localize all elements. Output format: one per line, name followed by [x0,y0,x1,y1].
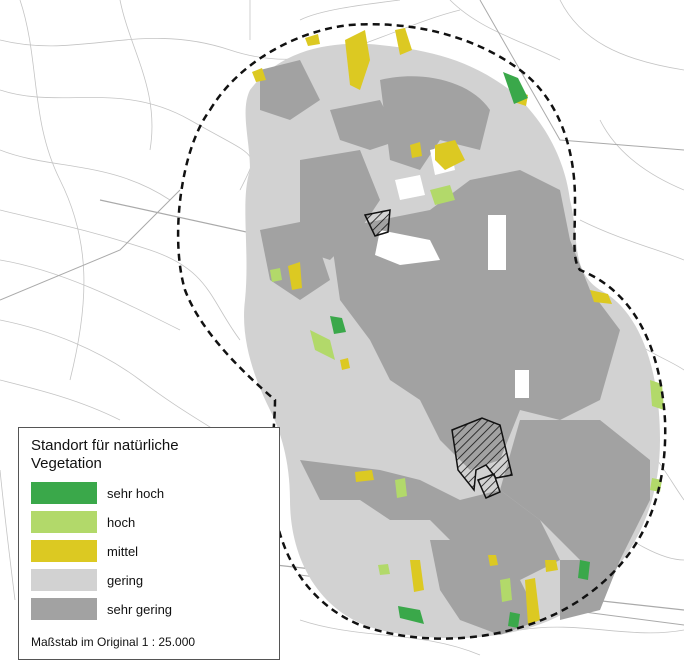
legend-label: sehr gering [107,601,173,617]
zone-sehr-hoch [330,72,590,628]
hatched-site-south [451,417,513,492]
legend-label: sehr hoch [107,485,165,501]
legend-item-sehr-hoch: sehr hoch [31,482,164,504]
hatched-sites [363,209,513,499]
legend-title-line-2: Vegetation [31,455,102,472]
study-area-boundary [176,23,667,640]
hatched-site-north [363,209,391,237]
legend-title: Standort für natürliche Vegetation [31,437,271,473]
legend-label: hoch [107,514,136,530]
scale-note: Maßstab im Original 1 : 25.000 [31,635,196,649]
legend-item-sehr-gering: sehr gering [31,598,172,620]
legend-title-line-1: Standort für natürliche [31,437,179,454]
legend-swatch [31,569,97,591]
legend-item-hoch: hoch [31,511,135,533]
legend-swatch [31,511,97,533]
legend-item-mittel: mittel [31,540,138,562]
legend-swatch [31,598,97,620]
map-legend: Standort für natürliche Vegetation sehr … [18,427,280,660]
legend-item-gering: gering [31,569,143,591]
zone-white-gaps [375,145,529,398]
legend-swatch [31,540,97,562]
hatched-site-south-small [476,473,501,499]
legend-label: gering [107,572,144,588]
legend-swatch [31,482,97,504]
legend-label: mittel [107,543,139,559]
